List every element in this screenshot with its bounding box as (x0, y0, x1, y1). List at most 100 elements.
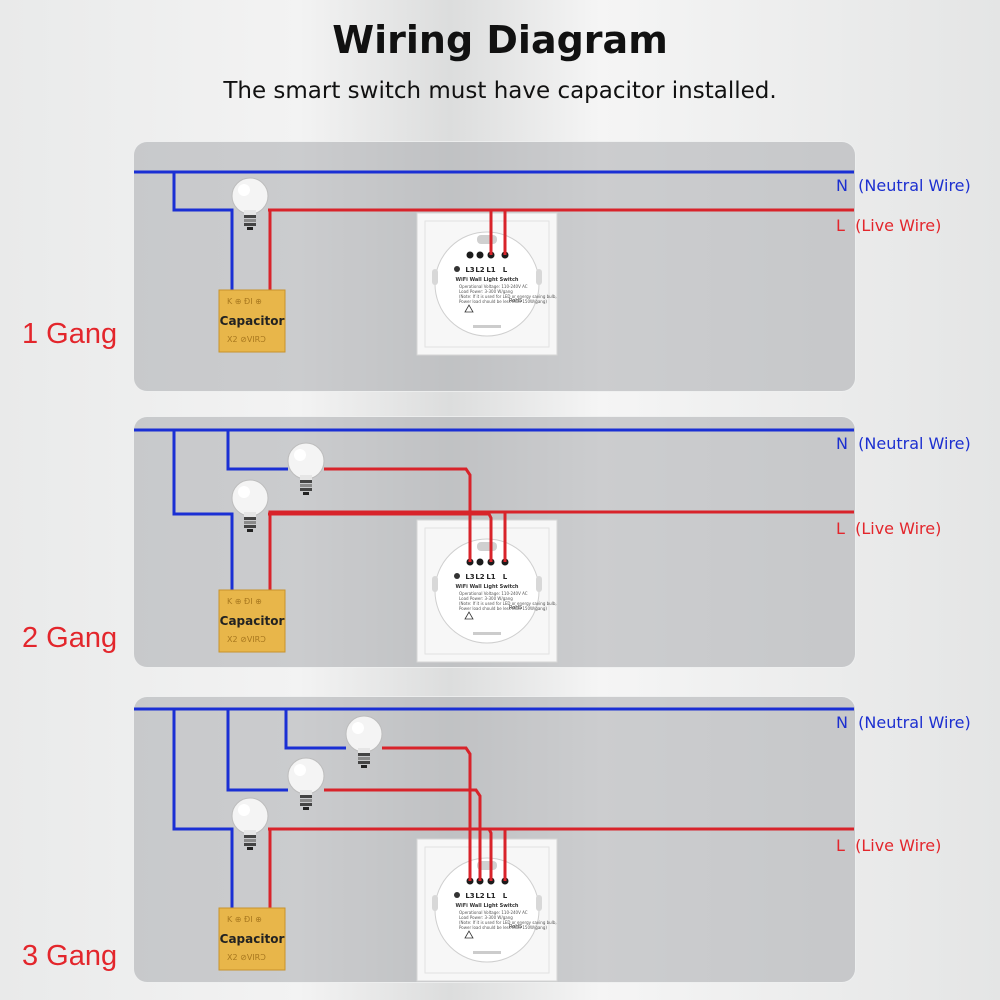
live-wire-label-2: L (Live Wire) (836, 519, 941, 538)
switch-model: WiFi Wall Light Switch (456, 584, 519, 590)
neutral-wire-label-2: N (Neutral Wire) (836, 434, 971, 453)
neutral-letter: N (836, 434, 848, 453)
terminal-l3 (466, 251, 474, 259)
live-text: (Live Wire) (855, 519, 942, 538)
warning-icon (464, 611, 474, 620)
bulb-glass (231, 177, 269, 215)
bulb-highlight (294, 764, 306, 776)
neutral-text: (Neutral Wire) (858, 713, 971, 732)
capacitor-body (218, 589, 286, 653)
neutral-wire-label-1: N (Neutral Wire) (836, 176, 971, 195)
neutral-to-bulb-wire (226, 430, 288, 471)
cert-marks: RoHS (509, 924, 522, 930)
switch-model: WiFi Wall Light Switch (456, 277, 519, 283)
bulb-to-switch-wire (324, 788, 482, 881)
light-bulb-icon (287, 442, 325, 495)
gang-label-2: 2 Gang (22, 622, 118, 654)
bulb-to-switch-wire (268, 827, 493, 881)
switch-clip (477, 542, 497, 551)
terminal-l2 (476, 558, 484, 566)
bulb-highlight (352, 722, 364, 734)
terminal-l2 (476, 251, 484, 259)
switch-screw-slot (536, 269, 542, 285)
bulb-contact (303, 492, 309, 495)
terminal-label: L1 (486, 266, 495, 274)
terminal-label: L1 (486, 573, 495, 581)
bulb-contact (247, 529, 253, 532)
light-bulb-icon (345, 715, 383, 768)
switch-spec: (Note: If it is used for LED or energy s… (459, 294, 557, 299)
live-letter: L (836, 836, 845, 855)
diagram-subtitle: The smart switch must have capacitor ins… (223, 78, 777, 104)
live-letter: L (836, 216, 845, 235)
neutral-to-capacitor-wire (172, 430, 234, 590)
switch-barcode (473, 632, 501, 635)
terminal-label: L3 (465, 573, 474, 581)
neutral-letter: N (836, 713, 848, 732)
capacitor-marking: K ⊕ ÐI ⊕ (227, 297, 262, 306)
switch-barcode (473, 325, 501, 328)
switch-spec: (Note: If it is used for LED or energy s… (459, 601, 557, 606)
led-indicator (454, 266, 460, 272)
bulb-thread (244, 843, 256, 846)
capacitor-body (218, 289, 286, 353)
switch-barcode (473, 951, 501, 954)
capacitor-body (218, 907, 286, 971)
bulb-thread (244, 215, 256, 218)
switch-screw-slot (536, 576, 542, 592)
bulb-to-switch-wire (268, 208, 493, 255)
bulb-neck (244, 830, 256, 835)
switch-clip (477, 235, 497, 244)
cert-marks: RoHS (509, 298, 522, 304)
neutral-text: (Neutral Wire) (858, 176, 971, 195)
bulb-thread (358, 761, 370, 764)
led-indicator (454, 892, 460, 898)
switch-plate-inner (424, 846, 550, 974)
warning-icon (464, 304, 474, 313)
switch-spec: Operational Voltage: 110-240V AC (459, 591, 528, 596)
neutral-to-capacitor-wire (172, 172, 234, 290)
neutral-to-capacitor-wire (172, 709, 234, 908)
live-letter: L (836, 519, 845, 538)
bulb-glass (345, 715, 383, 753)
bulb-glass (231, 479, 269, 517)
capacitor-label: Capacitor (220, 314, 285, 328)
switch-screw-slot (432, 895, 438, 911)
bulb-highlight (238, 184, 250, 196)
light-bulb-icon (231, 797, 269, 850)
switch-plate-inner (424, 220, 550, 348)
terminal-label: L2 (475, 266, 484, 274)
switch-spec: Operational Voltage: 110-240V AC (459, 910, 528, 915)
bulb-thread (300, 799, 312, 802)
bulb-to-switch-wire (324, 467, 472, 562)
bulb-thread (358, 757, 370, 760)
bulb-thread (244, 521, 256, 524)
terminal-label: L1 (486, 892, 495, 900)
live-wire-label-1: L (Live Wire) (836, 216, 941, 235)
neutral-text: (Neutral Wire) (858, 434, 971, 453)
bulb-to-switch-wire (382, 746, 472, 881)
live-text: (Live Wire) (855, 216, 942, 235)
light-bulb-icon (287, 757, 325, 810)
bulb-thread (244, 223, 256, 226)
capacitor-marking: X2 ⊘VIRƆ (227, 953, 266, 962)
bulb-thread (300, 795, 312, 798)
neutral-letter: N (836, 176, 848, 195)
terminal-label: L3 (465, 266, 474, 274)
terminal-label: L2 (475, 892, 484, 900)
capacitor-marking: X2 ⊘VIRƆ (227, 635, 266, 644)
bulb-neck (300, 475, 312, 480)
switch-spec: Load Power: 3-300 W/gang (459, 915, 513, 920)
switch-spec: Load Power: 3-300 W/gang (459, 289, 513, 294)
bulb-thread (244, 525, 256, 528)
cert-marks: RoHS (509, 605, 522, 611)
live-wire-label-3: L (Live Wire) (836, 836, 941, 855)
bulb-thread (300, 480, 312, 483)
switch-screw-slot (536, 895, 542, 911)
switch-spec: Power load should be less than 150W/gang… (459, 299, 547, 304)
